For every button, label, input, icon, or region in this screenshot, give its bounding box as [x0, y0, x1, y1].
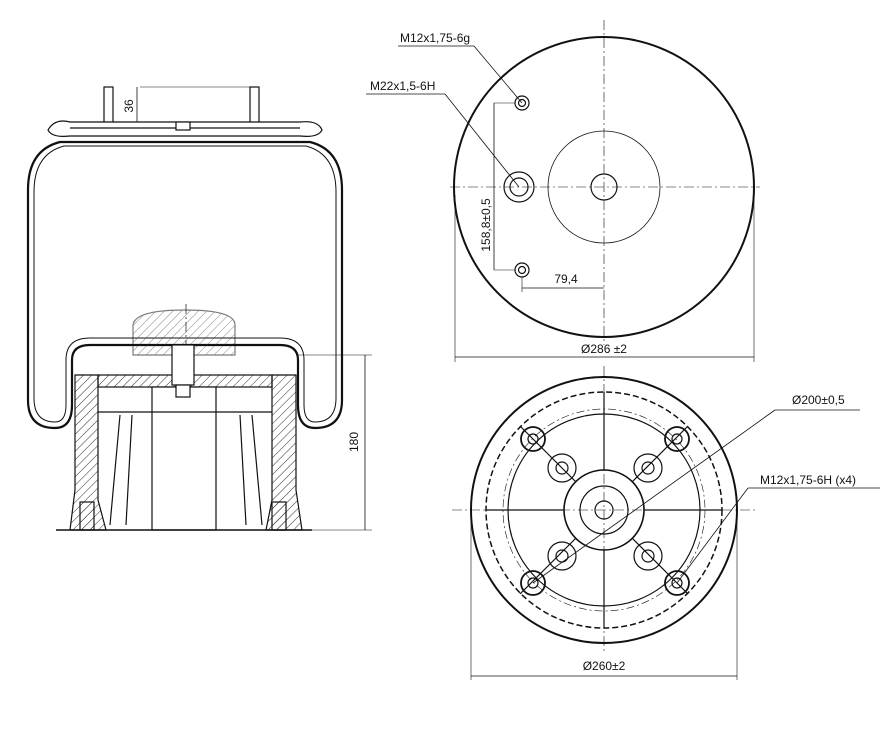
base-bolt-left: [79, 501, 95, 531]
bolt-circle-label: Ø200±0,5: [792, 393, 845, 407]
base-bolt-right: [271, 501, 287, 531]
stud-spacing-label: 158,8±0,5: [479, 198, 493, 252]
base-bolt-hole-2: [664, 426, 690, 452]
base-bolt-hole-1: [520, 426, 546, 452]
piston-height-label: 180: [347, 432, 361, 452]
air-inlet: [503, 171, 535, 203]
stud-offset-label: 79,4: [554, 272, 578, 286]
bellows-inner: [33, 145, 337, 423]
base-center-hole: [594, 500, 614, 520]
base-bolt-hole-4: [664, 570, 690, 596]
top-diameter-label: Ø286 ±2: [581, 342, 627, 356]
bottom-view: [452, 366, 880, 680]
bump-stop: [132, 309, 236, 356]
top-view: [366, 20, 760, 362]
base-bolt-hole-3: [520, 570, 546, 596]
bellows-outer: [26, 140, 344, 430]
piston-core: [151, 386, 217, 531]
top-thread-label: M12x1,75-6g: [400, 31, 470, 45]
side-view: [26, 86, 372, 531]
base-outline: [470, 376, 738, 644]
top-stud-lower: [514, 262, 530, 278]
base-thread-label: M12x1,75-6H (x4): [760, 473, 856, 487]
base-diameter-label: Ø260±2: [583, 659, 626, 673]
air-inlet-label: M22x1,5-6H: [370, 79, 435, 93]
stud-height-label: 36: [122, 99, 136, 113]
